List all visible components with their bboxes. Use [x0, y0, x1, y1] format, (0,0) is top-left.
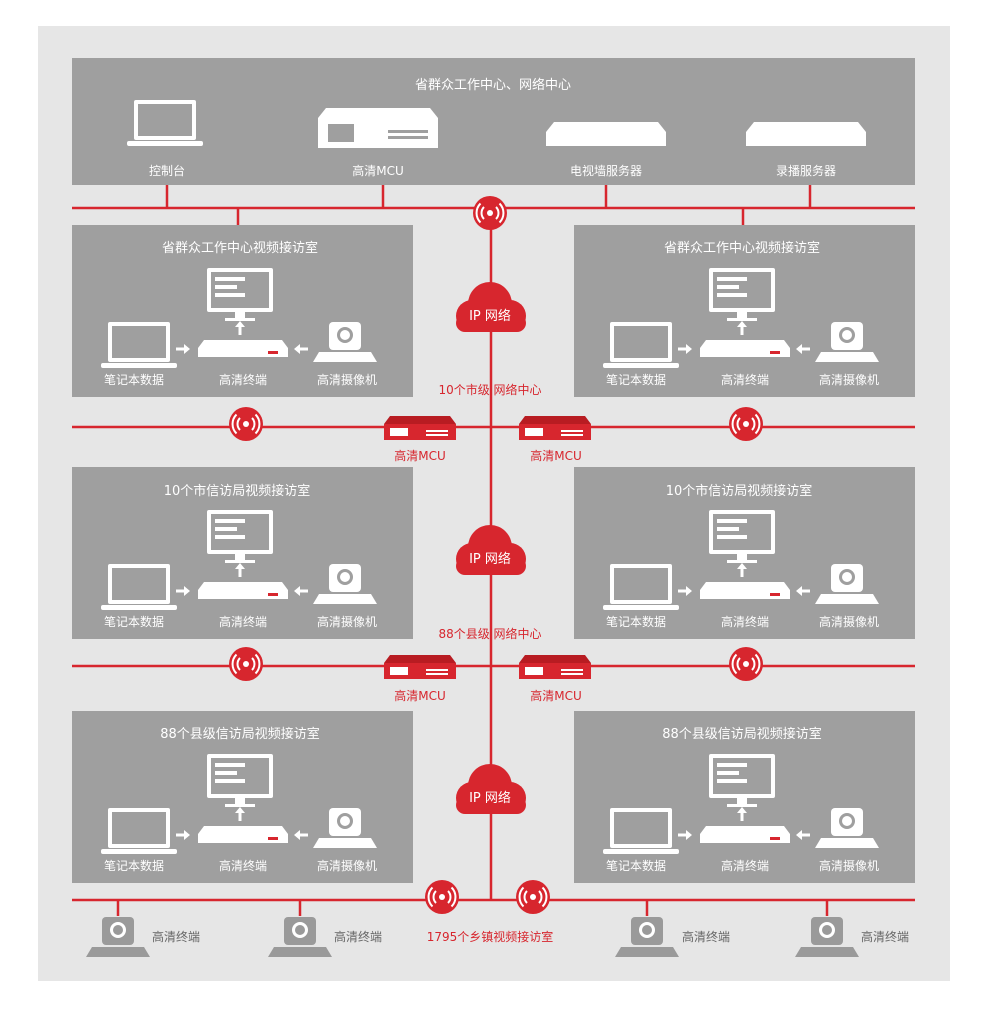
room-title: 88个县级信访局视频接访室 — [160, 726, 320, 742]
laptop-label: 笔记本数据 — [104, 614, 164, 629]
mcu-icon — [318, 108, 438, 148]
camera-label: 高清摄像机 — [819, 858, 879, 873]
camera-label: 高清摄像机 — [819, 372, 879, 387]
wireless-icon — [228, 646, 264, 682]
laptop-label: 笔记本数据 — [606, 858, 666, 873]
cloud-label: IP 网络 — [469, 308, 511, 324]
recording-server-label: 录播服务器 — [776, 163, 836, 178]
red-mcu-icon — [519, 655, 591, 679]
laptop-icon — [101, 564, 177, 610]
city-network-center-label: 10个市级 网络中心 — [438, 382, 541, 397]
terminal-label: 高清终端 — [721, 614, 769, 629]
bottom-terminal: 高清终端 — [615, 917, 730, 957]
camera-label: 高清摄像机 — [317, 372, 377, 387]
ip-network-cloud: IP 网络 — [456, 764, 526, 814]
laptop-label: 笔记本数据 — [104, 372, 164, 387]
bottom-terminal: 高清终端 — [268, 917, 382, 957]
wireless-icon — [728, 406, 764, 442]
wireless-icon — [424, 879, 460, 915]
wireless-icon — [228, 406, 264, 442]
mcu-label: 高清MCU — [352, 163, 404, 178]
laptop-label: 笔记本数据 — [104, 858, 164, 873]
bottom-terminal: 高清终端 — [795, 917, 909, 957]
top-panel-title: 省群众工作中心、网络中心 — [415, 77, 571, 93]
terminal-icon — [198, 826, 288, 843]
room-panel-province-right: 省群众工作中心视频接访室 笔记本数据 高清终端 高清摄像机 — [574, 225, 915, 397]
red-mcu-label: 高清MCU — [530, 688, 582, 703]
terminal-icon — [198, 582, 288, 599]
room-panel-county-left: 88个县级信访局视频接访室 笔记本数据 高清终端 高清摄像机 — [72, 711, 413, 883]
bottom-terminal-label: 高清终端 — [682, 929, 730, 944]
console-label: 控制台 — [149, 163, 185, 178]
ip-network-cloud: IP 网络 — [456, 525, 526, 575]
terminal-label: 高清终端 — [721, 858, 769, 873]
camera-label: 高清摄像机 — [317, 858, 377, 873]
wireless-icon — [472, 195, 508, 231]
top-center-panel: 省群众工作中心、网络中心 控制台 高清MCU 电视墙服务器 录播服务器 — [72, 58, 915, 185]
recording-server-icon — [746, 122, 866, 146]
room-title: 10个市信访局视频接访室 — [164, 483, 311, 499]
console-laptop-icon — [127, 100, 203, 146]
room-title: 10个市信访局视频接访室 — [666, 483, 813, 499]
red-mcu-label: 高清MCU — [530, 448, 582, 463]
laptop-icon — [603, 808, 679, 854]
red-mcu-label: 高清MCU — [394, 688, 446, 703]
laptop-icon — [101, 808, 177, 854]
tv-wall-server-label: 电视墙服务器 — [570, 163, 642, 178]
room-title: 省群众工作中心视频接访室 — [162, 240, 318, 256]
room-panel-city-left: 10个市信访局视频接访室 笔记本数据 高清终端 高清摄像机 — [72, 467, 413, 639]
terminal-label: 高清终端 — [721, 372, 769, 387]
room-panel-province-left: 省群众工作中心视频接访室 笔记本数据 高清终端 高清摄像机 — [72, 225, 413, 397]
bottom-terminal: 高清终端 — [86, 917, 200, 957]
terminal-icon — [700, 826, 790, 843]
laptop-label: 笔记本数据 — [606, 614, 666, 629]
camera-label: 高清摄像机 — [317, 614, 377, 629]
laptop-label: 笔记本数据 — [606, 372, 666, 387]
red-mcu-icon — [519, 416, 591, 440]
laptop-icon — [603, 322, 679, 368]
bottom-terminal-label: 高清终端 — [861, 929, 909, 944]
terminal-icon — [198, 340, 288, 357]
room-panel-county-right: 88个县级信访局视频接访室 笔记本数据 高清终端 高清摄像机 — [574, 711, 915, 883]
red-mcu-icon — [384, 655, 456, 679]
wireless-icon — [728, 646, 764, 682]
red-mcu-label: 高清MCU — [394, 448, 446, 463]
laptop-icon — [603, 564, 679, 610]
terminal-icon — [700, 340, 790, 357]
red-mcu-icon — [384, 416, 456, 440]
town-rooms-label: 1795个乡镇视频接访室 — [427, 929, 554, 944]
terminal-label: 高清终端 — [219, 372, 267, 387]
bottom-terminal-label: 高清终端 — [334, 929, 382, 944]
terminal-icon — [700, 582, 790, 599]
bottom-terminal-label: 高清终端 — [152, 929, 200, 944]
laptop-icon — [101, 322, 177, 368]
terminal-label: 高清终端 — [219, 614, 267, 629]
county-network-center-label: 88个县级 网络中心 — [438, 626, 541, 641]
room-title: 88个县级信访局视频接访室 — [662, 726, 822, 742]
ip-network-cloud: IP 网络 — [456, 282, 526, 332]
camera-label: 高清摄像机 — [819, 614, 879, 629]
cloud-label: IP 网络 — [469, 790, 511, 806]
wireless-icon — [515, 879, 551, 915]
tv-wall-server-icon — [546, 122, 666, 146]
room-title: 省群众工作中心视频接访室 — [664, 240, 820, 256]
cloud-label: IP 网络 — [469, 551, 511, 567]
room-panel-city-right: 10个市信访局视频接访室 笔记本数据 高清终端 高清摄像机 — [574, 467, 915, 639]
terminal-label: 高清终端 — [219, 858, 267, 873]
